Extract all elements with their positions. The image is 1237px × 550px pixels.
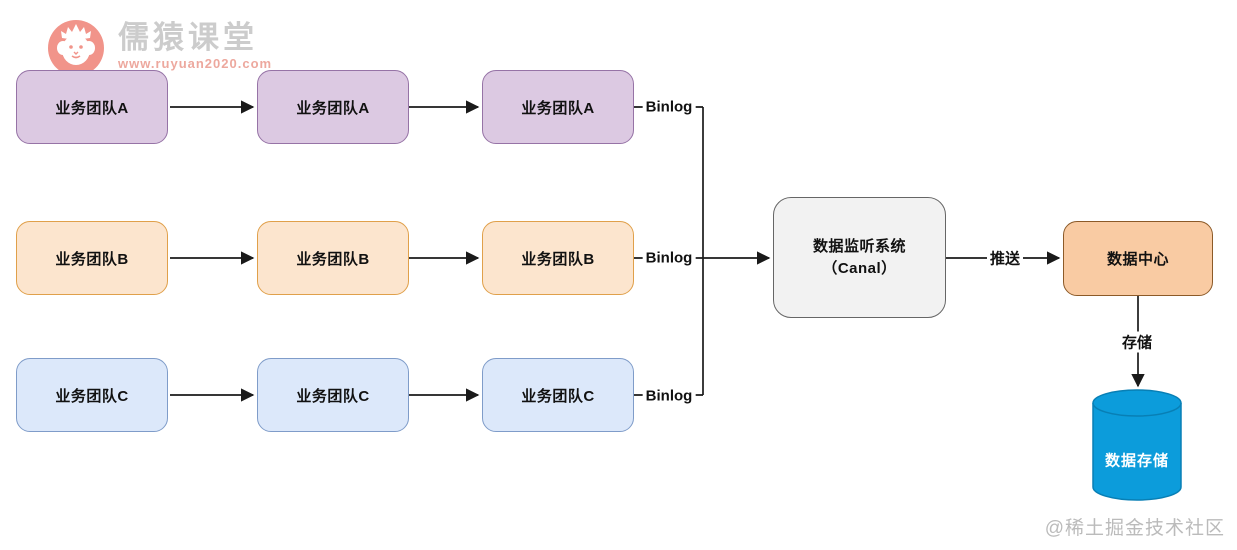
node-team-c-3: 业务团队C bbox=[482, 358, 634, 432]
node-team-a-3: 业务团队A bbox=[482, 70, 634, 144]
node-data-center: 数据中心 bbox=[1063, 221, 1213, 296]
edge-label-binlog-c: Binlog bbox=[642, 387, 696, 405]
node-team-b-2: 业务团队B bbox=[257, 221, 409, 295]
monkey-logo-icon bbox=[48, 20, 104, 76]
node-team-b-1: 业务团队B bbox=[16, 221, 168, 295]
canal-title: 数据监听系统 bbox=[812, 237, 906, 255]
watermark-url: www.ruyuan2020.com bbox=[118, 56, 273, 72]
edge-label-push: 推送 bbox=[986, 247, 1024, 269]
node-canal: 数据监听系统 （Canal） bbox=[773, 197, 946, 318]
node-team-c-2: 业务团队C bbox=[257, 358, 409, 432]
edge-label-store: 存储 bbox=[1118, 331, 1156, 353]
watermark-brand: 儒猿课堂 bbox=[118, 20, 258, 55]
edge-label-binlog-a: Binlog bbox=[642, 98, 696, 116]
node-team-b-3: 业务团队B bbox=[482, 221, 634, 295]
watermark: 儒猿课堂 www.ruyuan2020.com bbox=[46, 18, 272, 78]
footer-credit: @稀土掘金技术社区 bbox=[1044, 518, 1225, 539]
canal-subtitle: （Canal） bbox=[822, 259, 897, 277]
node-storage-label: 数据存储 bbox=[1104, 452, 1170, 470]
database-cylinder-icon bbox=[1092, 389, 1182, 501]
edge-label-binlog-b: Binlog bbox=[642, 249, 696, 267]
node-team-a-2: 业务团队A bbox=[257, 70, 409, 144]
node-team-a-1: 业务团队A bbox=[16, 70, 168, 144]
node-team-c-1: 业务团队C bbox=[16, 358, 168, 432]
